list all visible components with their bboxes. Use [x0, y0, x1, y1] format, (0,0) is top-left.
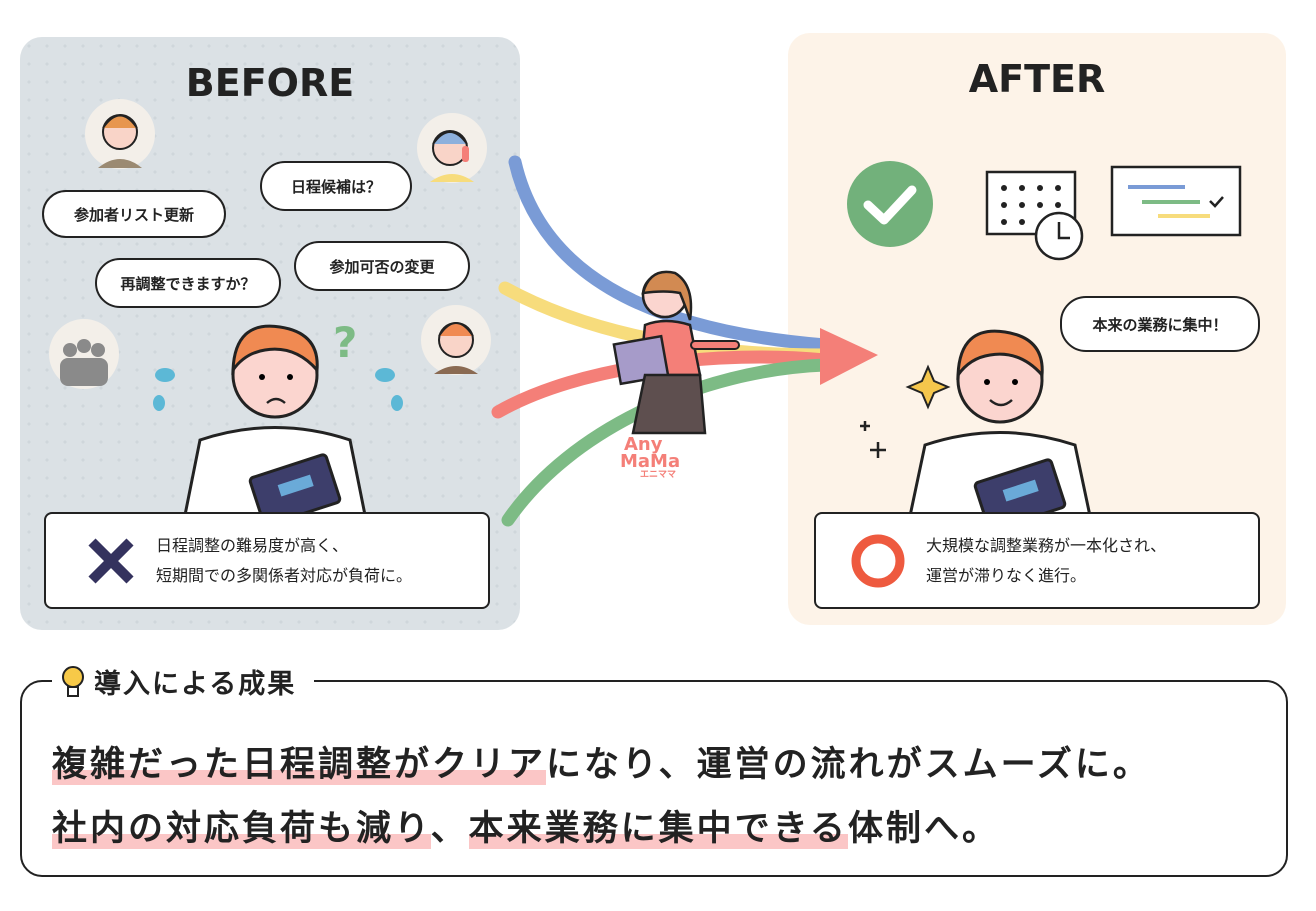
- cross-icon: [88, 537, 134, 584]
- result-box: [20, 680, 1288, 877]
- speech-bubble: 本来の業務に集中！: [1060, 296, 1260, 352]
- participant-avatar: [85, 99, 155, 169]
- note-line: 運営が滞りなく進行。: [926, 565, 1087, 585]
- note-line: 短期間での多関係者対応が負荷に。: [156, 565, 413, 585]
- before-result-note: 日程調整の難易度が高く、短期間での多関係者対応が負荷に。: [44, 512, 490, 609]
- result-text: になり、運営の流れがスムーズに。: [546, 745, 1151, 785]
- phone-avatar: [417, 113, 487, 183]
- note-line: 大規模な調整業務が一本化され、: [926, 535, 1167, 555]
- note-line: 日程調整の難易度が高く、: [156, 535, 349, 555]
- happy-person-illustration: [860, 329, 1092, 516]
- question-mark-icon: ?: [333, 318, 358, 367]
- circle-icon: [851, 534, 905, 587]
- logo-text: Any: [624, 434, 663, 455]
- highlight-text: 社内の対応負荷も減り: [52, 809, 431, 849]
- lightbulb-icon: [62, 665, 84, 697]
- speech-bubble: 再調整できますか？: [95, 258, 281, 308]
- check-icon: [847, 161, 933, 247]
- speech-bubble: 参加可否の変更: [294, 241, 470, 291]
- worried-person-illustration: [153, 324, 403, 515]
- highlight-text: 複雑だった日程調整がクリア: [52, 745, 547, 785]
- result-text: 体制へ。: [847, 809, 1000, 849]
- task-list-icon: [1110, 165, 1242, 237]
- anymama-logo: Any MaMa エニママ: [620, 434, 681, 481]
- blue-flow-line: [508, 155, 832, 352]
- before-title: BEFORE: [185, 61, 355, 105]
- thinking-avatar: [421, 305, 491, 375]
- group-avatar: [49, 319, 119, 389]
- after-title: AFTER: [968, 57, 1106, 101]
- arrow-head-icon: [820, 328, 878, 385]
- logo-text: MaMa: [620, 451, 681, 472]
- calendar-clock-icon: [985, 170, 1084, 261]
- speech-bubble: 日程候補は？: [260, 161, 412, 211]
- highlight-text: 本来業務に集中できる: [468, 809, 848, 849]
- result-title: 導入による成果: [52, 662, 315, 701]
- result-text: 、: [430, 809, 469, 849]
- result-line-2: 社内の対応負荷も減り、本来業務に集中できる体制へ。: [52, 800, 1000, 851]
- operator-illustration: [612, 270, 740, 435]
- after-result-note: 大規模な調整業務が一本化され、運営が滞りなく進行。: [814, 512, 1260, 609]
- result-title-text: 導入による成果: [94, 669, 297, 700]
- logo-kana: エニママ: [640, 470, 677, 480]
- speech-bubble: 参加者リスト更新: [42, 190, 226, 238]
- result-line-1: 複雑だった日程調整がクリアになり、運営の流れがスムーズに。: [52, 736, 1151, 787]
